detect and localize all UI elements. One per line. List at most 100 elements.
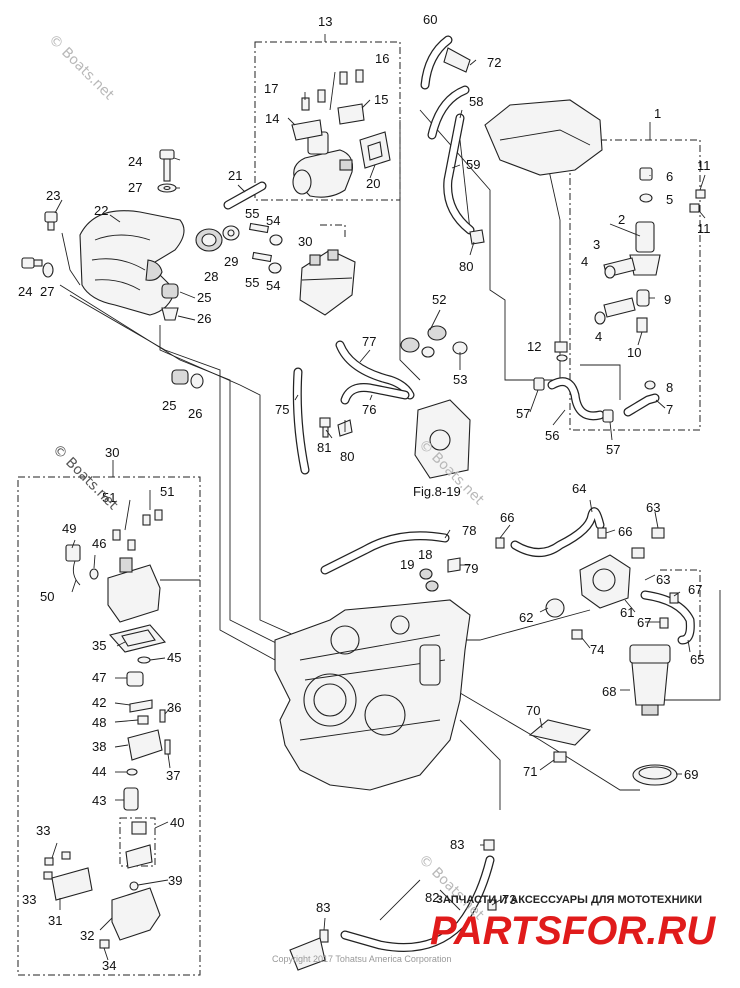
fuel-pump-part-61 [579, 554, 631, 609]
fittings-part-18-19 [419, 568, 439, 592]
screws-part-17 [301, 89, 326, 111]
callout-63b: 63 [656, 572, 670, 587]
callout-43: 43 [92, 793, 106, 808]
bolt-part-74 [571, 629, 583, 640]
sensor-part-49 [65, 544, 81, 586]
callout-19: 19 [400, 557, 414, 572]
engine-block [274, 599, 471, 791]
screw-part-55-low [251, 251, 273, 263]
bolt-part-23 [44, 211, 58, 231]
screw-part-12 [554, 341, 568, 362]
callout-77: 77 [362, 334, 376, 349]
nipple-part-3b [603, 297, 636, 318]
oring-part-4a [604, 265, 616, 279]
callout-76: 76 [362, 402, 376, 417]
callout-2: 2 [618, 212, 625, 227]
callout-24a: 24 [128, 154, 142, 169]
callout-44: 44 [92, 764, 106, 779]
oring-part-45 [137, 656, 151, 664]
clip-part-79 [447, 557, 461, 573]
callout-48: 48 [92, 715, 106, 730]
callout-57a: 57 [516, 406, 530, 421]
callout-5: 5 [666, 192, 673, 207]
hose-part-7 [623, 393, 660, 417]
callout-53: 53 [453, 372, 467, 387]
callout-60: 60 [423, 12, 437, 27]
callout-4a: 4 [581, 254, 588, 269]
callout-80b: 80 [340, 449, 354, 464]
callout-1: 1 [654, 106, 661, 121]
callout-38: 38 [92, 739, 106, 754]
callout-22: 22 [94, 203, 108, 218]
callout-83a: 83 [450, 837, 464, 852]
cover-part-31 [51, 867, 93, 901]
oring-part-46 [89, 568, 99, 580]
silencer-part-22 [79, 210, 185, 316]
callout-37: 37 [166, 768, 180, 783]
callout-54a: 54 [266, 213, 280, 228]
screws-part-11 [689, 189, 706, 213]
vapor-separator-part-30 [299, 249, 356, 316]
screw-part-34 [99, 939, 110, 949]
clip-part-80-top [469, 229, 485, 245]
washer-part-27-left [42, 262, 54, 278]
brand-tagline: ЗАПЧАСТИ И АКСЕССУАРЫ ДЛЯ МОТОТЕХНИКИ [436, 894, 702, 906]
washer-part-54-top [269, 234, 283, 246]
callout-56: 56 [545, 428, 559, 443]
valve-part-43 [123, 787, 139, 811]
callout-73: 73 [502, 892, 516, 907]
callout-20: 20 [366, 176, 380, 191]
callout-49: 49 [62, 521, 76, 536]
callout-72: 72 [487, 55, 501, 70]
callout-28: 28 [204, 269, 218, 284]
grommet-part-25-top [161, 283, 179, 299]
callout-7: 7 [666, 402, 673, 417]
callout-51a: 51 [102, 490, 116, 505]
callout-25a: 25 [197, 290, 211, 305]
flywheel-cover [484, 99, 603, 176]
washer-part-29 [222, 225, 240, 241]
callout-67b: 67 [637, 615, 651, 630]
screw-part-48 [137, 715, 149, 725]
callout-71: 71 [523, 764, 537, 779]
callout-83b: 83 [316, 900, 330, 915]
callout-65: 65 [690, 652, 704, 667]
bowl-part-32 [111, 887, 161, 941]
callout-17: 17 [264, 81, 278, 96]
callout-59: 59 [466, 157, 480, 172]
callout-74: 74 [590, 642, 604, 657]
oring-part-4b [594, 311, 606, 325]
copyright-notice: Copyright 2017 Tohatsu America Corporati… [272, 954, 451, 964]
fitting-part-10 [636, 317, 648, 333]
callout-33a: 33 [36, 823, 50, 838]
callout-51b: 51 [160, 484, 174, 499]
callout-15: 15 [374, 92, 388, 107]
callout-8: 8 [666, 380, 673, 395]
float-valve-assy [107, 557, 161, 623]
grommet-part-25-low [171, 369, 189, 385]
callout-33b: 33 [22, 892, 36, 907]
bolt-part-24-top [159, 149, 175, 182]
callout-31: 31 [48, 913, 62, 928]
group-frame-30-detail [17, 460, 201, 976]
group-frame-65 [660, 569, 701, 660]
callout-70: 70 [526, 703, 540, 718]
callout-27b: 27 [40, 284, 54, 299]
fuel-connector-part-2 [629, 221, 661, 276]
screws-part-16 [339, 69, 364, 85]
callout-6: 6 [666, 169, 673, 184]
clamps-part-57 [533, 377, 614, 423]
bolts-part-63 [631, 527, 665, 559]
callout-63a: 63 [646, 500, 660, 515]
hose-part-56 [547, 377, 605, 421]
washer-part-27-top [157, 183, 177, 193]
fitting-part-9 [636, 289, 650, 307]
bracket-part-14 [291, 119, 323, 141]
callout-34: 34 [102, 958, 116, 973]
group-frame-1 [569, 122, 701, 431]
hose-part-59 [443, 113, 475, 235]
callout-61: 61 [620, 605, 634, 620]
callout-66a: 66 [500, 510, 514, 525]
